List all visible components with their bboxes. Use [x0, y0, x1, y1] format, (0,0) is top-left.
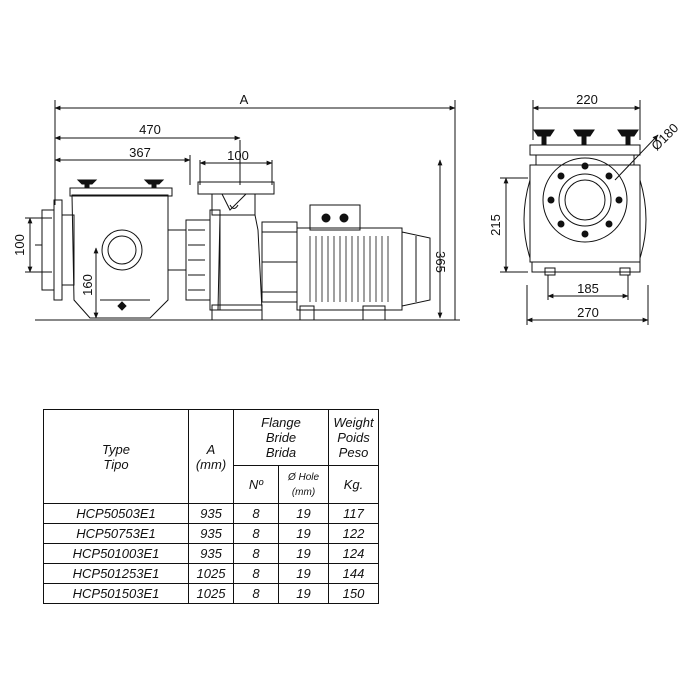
a-label: A	[206, 441, 216, 457]
model-cell: HCP501003E1	[43, 543, 189, 564]
dim-185-label: 185	[577, 281, 599, 296]
n-cell: 8	[233, 523, 279, 544]
kg-cell: 150	[328, 583, 379, 604]
weight-header: Weight Poids Peso	[328, 409, 379, 466]
type-label-es: Tipo	[103, 456, 129, 472]
hole-cell: 19	[278, 583, 329, 604]
flange-label-en: Flange	[261, 415, 301, 430]
hole-cell: 19	[278, 523, 329, 544]
model-cell: HCP50503E1	[43, 503, 189, 524]
n-cell: 8	[233, 583, 279, 604]
kg-cell: 124	[328, 543, 379, 564]
kg-cell: 122	[328, 523, 379, 544]
hole-unit: (mm)	[291, 486, 316, 498]
hole-cell: 19	[278, 563, 329, 584]
model-cell: HCP50753E1	[43, 523, 189, 544]
a-unit: (mm)	[195, 456, 227, 472]
flange-label-es: Brida	[265, 445, 297, 460]
type-label-en: Type	[102, 441, 130, 457]
dim-a-label: A	[240, 92, 249, 107]
kg-cell: 144	[328, 563, 379, 584]
weight-label-en: Weight	[333, 415, 374, 430]
table-row: HCP50503E1 935 8 19 117	[43, 503, 379, 524]
kg-header: Kg.	[328, 465, 379, 504]
model-cell: HCP501503E1	[43, 583, 189, 604]
technical-drawing: A 470 367 100 100 160 365	[12, 92, 681, 325]
dim-365-label: 365	[433, 251, 448, 273]
flange-header: Flange Bride Brida	[233, 409, 329, 466]
table-row: HCP501003E1 935 8 19 124	[43, 543, 379, 564]
weight-label-es: Peso	[338, 445, 369, 460]
n-cell: 8	[233, 503, 279, 524]
dim-270-label: 270	[577, 305, 599, 320]
dim-100-left-label: 100	[12, 234, 27, 256]
a-cell: 1025	[188, 563, 234, 584]
hole-header: Ø Hole (mm)	[278, 465, 329, 504]
weight-label-fr: Poids	[337, 430, 370, 445]
dim-367-label: 367	[129, 145, 151, 160]
front-view	[500, 100, 659, 325]
dim-470-label: 470	[139, 122, 161, 137]
flange-label-fr: Bride	[265, 430, 297, 445]
hole-cell: 19	[278, 543, 329, 564]
dim-215-label: 215	[488, 214, 503, 236]
table-row: HCP501503E1 1025 8 19 150	[43, 583, 379, 604]
a-cell: 935	[188, 543, 234, 564]
n-cell: 8	[233, 543, 279, 564]
dim-220-label: 220	[576, 92, 598, 107]
dim-180-label: Ø180	[648, 120, 681, 153]
table-row: HCP50753E1 935 8 19 122	[43, 523, 379, 544]
spec-table: Type Tipo A (mm) Flange Bride Brida Weig…	[43, 409, 379, 604]
n-cell: 8	[233, 563, 279, 584]
model-cell: HCP501253E1	[43, 563, 189, 584]
hole-cell: 19	[278, 503, 329, 524]
dim-100-top-label: 100	[227, 148, 249, 163]
dim-160-label: 160	[80, 274, 95, 296]
hole-label: Ø Hole	[287, 471, 320, 483]
side-view	[25, 100, 460, 321]
no-header: Nº	[233, 465, 279, 504]
a-cell: 1025	[188, 583, 234, 604]
table-row: HCP501253E1 1025 8 19 144	[43, 563, 379, 584]
a-cell: 935	[188, 503, 234, 524]
a-header: A (mm)	[188, 409, 234, 504]
type-header: Type Tipo	[43, 409, 189, 504]
a-cell: 935	[188, 523, 234, 544]
kg-cell: 117	[328, 503, 379, 524]
